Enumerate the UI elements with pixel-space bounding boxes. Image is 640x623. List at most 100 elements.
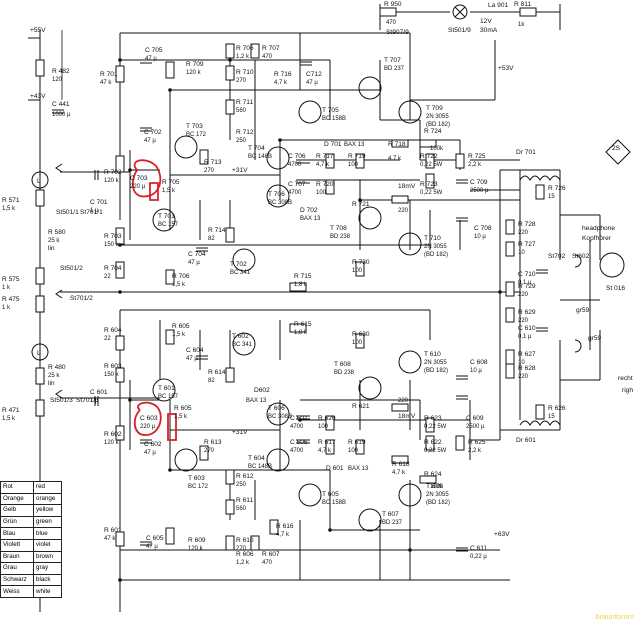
label-plus31_bottom: +31V — [232, 429, 248, 436]
legend-english: blue — [33, 527, 62, 540]
label-r712v: 250 — [236, 138, 247, 144]
label-r630: R 630 — [352, 331, 370, 338]
label-r630v: 100 — [352, 340, 363, 346]
label-r613: R 613 — [204, 439, 222, 446]
legend-english: brown — [33, 550, 62, 564]
label-r607: R 607 — [262, 551, 280, 558]
label-r721v: 220 — [398, 208, 409, 214]
label-r615v: 1,8 k — [294, 330, 308, 336]
label-c611: C 611 — [470, 545, 487, 552]
label-c703v: 220 µ — [130, 184, 146, 190]
label-st501: St501/9 — [448, 27, 471, 34]
label-r612v: 250 — [236, 482, 247, 488]
label-r716: R 716 — [274, 71, 292, 78]
label-r625: R 625 — [468, 439, 486, 446]
symbols — [31, 4, 631, 582]
label-c701v: 1 µ — [90, 208, 99, 214]
label-r580: R 580 — [48, 229, 66, 236]
label-r621: R 621 — [352, 403, 370, 410]
label-t605v: BC 158B — [322, 500, 346, 506]
label-r607v: 470 — [262, 560, 273, 566]
label-t710: T 710 — [424, 235, 441, 242]
label-c607v: 4700 — [290, 424, 304, 430]
legend-german: Gelb — [0, 504, 35, 517]
label-t707: T 707 — [384, 57, 401, 64]
label-t706: T 706 — [268, 191, 285, 198]
label-r619: R 619 — [348, 439, 366, 446]
label-t706v: BC 308B — [268, 200, 292, 206]
label-r724v: 100k — [430, 146, 444, 152]
label-plus53: +53V — [498, 65, 514, 72]
label-c704: C 704 — [188, 251, 206, 258]
legend-german: Violett — [0, 538, 35, 552]
label-c710v: 0,1 µ — [518, 280, 532, 286]
label-r704v: 22 — [104, 274, 111, 280]
label-d701: D 701 — [324, 141, 342, 148]
label-r604: R 604 — [104, 327, 122, 334]
label-r710: R 710 — [236, 69, 254, 76]
label-t610: T 610 — [424, 351, 441, 358]
label-st016: St 016 — [606, 285, 625, 292]
label-r719: R 719 — [348, 153, 366, 160]
label-c608v: 10 µ — [470, 368, 482, 374]
label-c703: C 703 — [130, 175, 148, 182]
label-c610v: 0,1 µ — [518, 334, 532, 340]
label-r711v: 560 — [236, 108, 247, 114]
label-r480v: 25 k — [48, 373, 60, 379]
label-t710v: 2N 3055 — [424, 244, 447, 250]
label-c441v: 1000 µ — [52, 112, 71, 118]
label-r604v: 22 — [104, 336, 111, 342]
label-plus43: +43V — [30, 93, 46, 100]
label-d601v: BAX 13 — [348, 466, 369, 472]
label-t603v: BC 172 — [188, 484, 209, 490]
label-r709: R 709 — [186, 61, 204, 68]
label-r609: R 609 — [188, 537, 206, 544]
label-r717v: 4,7 k — [316, 162, 330, 168]
label-r722: R 722 — [420, 153, 438, 160]
label-st7013: St701/3 — [76, 397, 99, 404]
label-r603v: 150 k — [104, 372, 120, 378]
label-r714v: 82 — [208, 236, 215, 242]
label-t602v: BC 341 — [232, 342, 253, 348]
label-r605tv: 1,5 k — [172, 332, 186, 338]
label-d701v: BAX 13 — [344, 142, 365, 148]
label-c704v: 47 µ — [188, 260, 200, 266]
label-r717: R 717 — [316, 153, 334, 160]
label-t707v: BD 237 — [384, 66, 405, 72]
legend-german: Rot — [0, 481, 35, 494]
label-c608: C 608 — [470, 359, 488, 366]
label-r622: R 622 — [424, 439, 442, 446]
legend-german: Weiss — [0, 585, 35, 598]
label-c610: C 610 — [518, 325, 536, 332]
label-c441: C 441 — [52, 101, 70, 108]
label-r730: R 730 — [352, 259, 370, 266]
label-r618: R 618 — [392, 461, 410, 468]
label-r720v: 100 — [316, 190, 327, 196]
label-st7011: St701/1 — [80, 209, 103, 216]
label-recht: recht — [618, 375, 633, 382]
label-r611v: 560 — [236, 506, 247, 512]
label-r811v: 1k — [518, 22, 525, 28]
red-markers — [131, 159, 177, 441]
label-r712: R 712 — [236, 129, 254, 136]
label-t601: T 601 — [158, 385, 175, 392]
input-circle-label: L — [37, 350, 41, 357]
label-c705: C 705 — [145, 47, 163, 54]
label-t602: T 602 — [232, 333, 249, 340]
label-r613v: 270 — [204, 448, 215, 454]
label-t701v: BC 157 — [158, 222, 179, 228]
label-t705: T 705 — [322, 107, 339, 114]
label-t704v: BC 148B — [248, 154, 272, 160]
label-r713v: 270 — [204, 168, 215, 174]
label-r713: R 713 — [204, 159, 222, 166]
label-c708v: 10 µ — [474, 234, 486, 240]
label-r480: R 480 — [48, 364, 66, 371]
label-r627: R 627 — [518, 351, 536, 358]
label-r575: R 575 — [2, 276, 20, 283]
label-r471v: 1,5 k — [2, 416, 16, 422]
label-c706v: 4700 — [288, 162, 302, 168]
